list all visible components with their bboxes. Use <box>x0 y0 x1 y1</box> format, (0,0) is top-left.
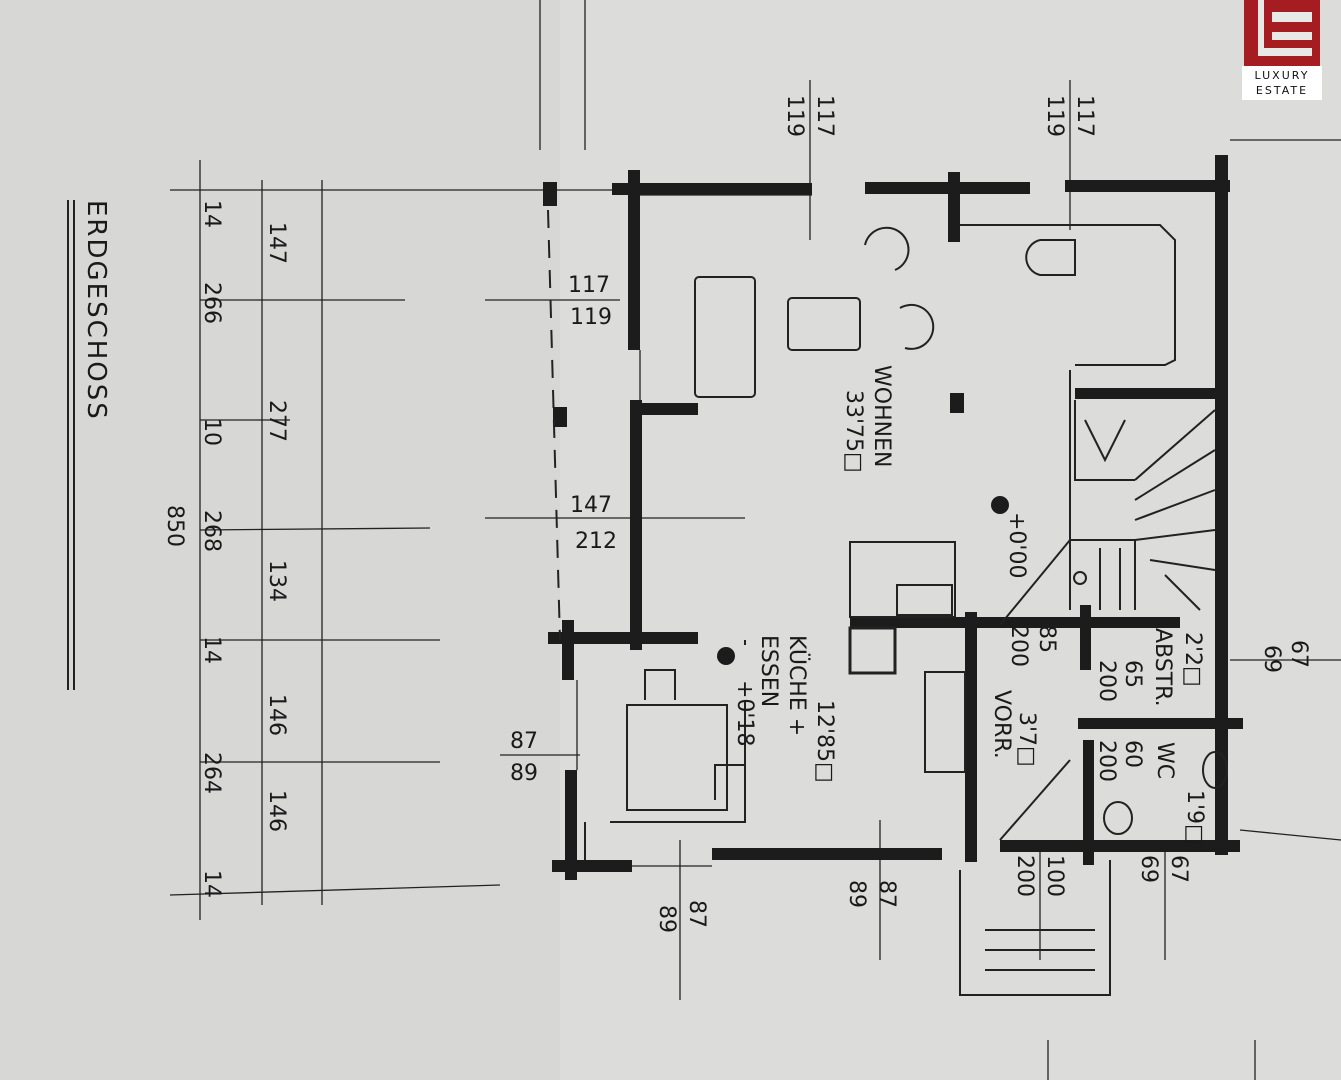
dim-label: 69 <box>1259 645 1284 673</box>
level-wohnen: +0'00 <box>1004 512 1029 578</box>
dim-label: 212 <box>575 529 617 554</box>
dim-label: 266 <box>199 282 224 324</box>
room-name-wc: WC <box>1152 742 1177 779</box>
dim-label: 100 <box>1042 855 1067 897</box>
room-area-wc: 1'9□ <box>1182 790 1207 845</box>
dim-label: 268 <box>199 510 224 552</box>
dim-label: 146 <box>264 790 289 832</box>
luxury-estate-logo: LUXURY ESTATE <box>1242 0 1322 100</box>
dim-label: 69 <box>1136 855 1161 883</box>
dim-label: 119 <box>1042 95 1067 137</box>
dim-label: 10 <box>199 418 224 446</box>
entrance-steps <box>959 860 1111 996</box>
room-name-kueche: KÜCHE + <box>784 635 810 736</box>
room-labels: WOHNEN 33'75□ KÜCHE + ESSEN 12'85□ VORR.… <box>756 365 1207 845</box>
dim-label: 60 <box>1120 740 1145 768</box>
dim-label: 119 <box>570 305 612 330</box>
dim-label: 200 <box>1094 740 1119 782</box>
room-area-abstr: 2'2□ <box>1180 632 1205 687</box>
dim-label: 117 <box>568 273 610 298</box>
level-markers: +0'00 +0'18 <box>717 496 1029 746</box>
furniture <box>584 224 1228 860</box>
dim-label: 67 <box>1166 855 1191 883</box>
room-name-wohnen: WOHNEN <box>869 365 894 467</box>
dim-label: 117 <box>1072 95 1097 137</box>
dim-label: 14 <box>199 200 224 228</box>
logo-mark <box>1244 0 1320 66</box>
dim-label: 65 <box>1120 660 1145 688</box>
staircase <box>1069 370 1216 611</box>
dim-label: 87 <box>874 880 899 908</box>
dim-label: 146 <box>264 694 289 736</box>
dim-label: 89 <box>844 880 869 908</box>
outer-dimensions: 14 266 10 268 14 264 14 147 277 134 146 … <box>162 200 289 898</box>
title-text: ERDGESCHOSS <box>81 200 111 421</box>
logo-text-line2: ESTATE <box>1255 84 1309 97</box>
dim-label: 264 <box>199 752 224 794</box>
room-name-abstr: ABSTR. <box>1150 628 1175 707</box>
dimension-lines <box>169 0 1341 1080</box>
walls <box>543 155 1243 880</box>
total-dim-label: 850 <box>162 505 187 547</box>
dim-label: 134 <box>264 560 289 602</box>
dim-label: 200 <box>1006 625 1031 667</box>
opening-dimensions: 117 119 117 119 117 119 147 212 87 89 87… <box>510 95 1311 933</box>
level-kueche: +0'18 <box>732 680 757 746</box>
floor-title: ERDGESCHOSS <box>67 200 111 690</box>
dim-label: 87 <box>510 729 538 754</box>
room-area-vorr: 3'7□ <box>1014 712 1039 767</box>
dim-label: 14 <box>199 870 224 898</box>
dim-label: 200 <box>1094 660 1119 702</box>
logo-text-line1: LUXURY <box>1254 69 1310 82</box>
room-name-essen: ESSEN <box>756 635 781 707</box>
dim-label: 85 <box>1034 625 1059 653</box>
dim-label: 277 <box>264 400 289 442</box>
dim-label: 117 <box>812 95 837 137</box>
dim-label: 147 <box>570 493 612 518</box>
dim-label: 89 <box>510 761 538 786</box>
dim-label: 67 <box>1286 640 1311 668</box>
room-name-vorr: VORR. <box>989 690 1014 759</box>
dim-label: 89 <box>654 905 679 933</box>
dim-label: 119 <box>782 95 807 137</box>
room-area-wohnen: 33'75□ <box>841 390 866 473</box>
dim-label: 147 <box>264 222 289 264</box>
room-area-kueche: 12'85□ <box>812 700 837 783</box>
dim-label: 87 <box>684 900 709 928</box>
dim-label: 14 <box>199 636 224 664</box>
dim-label: 200 <box>1012 855 1037 897</box>
